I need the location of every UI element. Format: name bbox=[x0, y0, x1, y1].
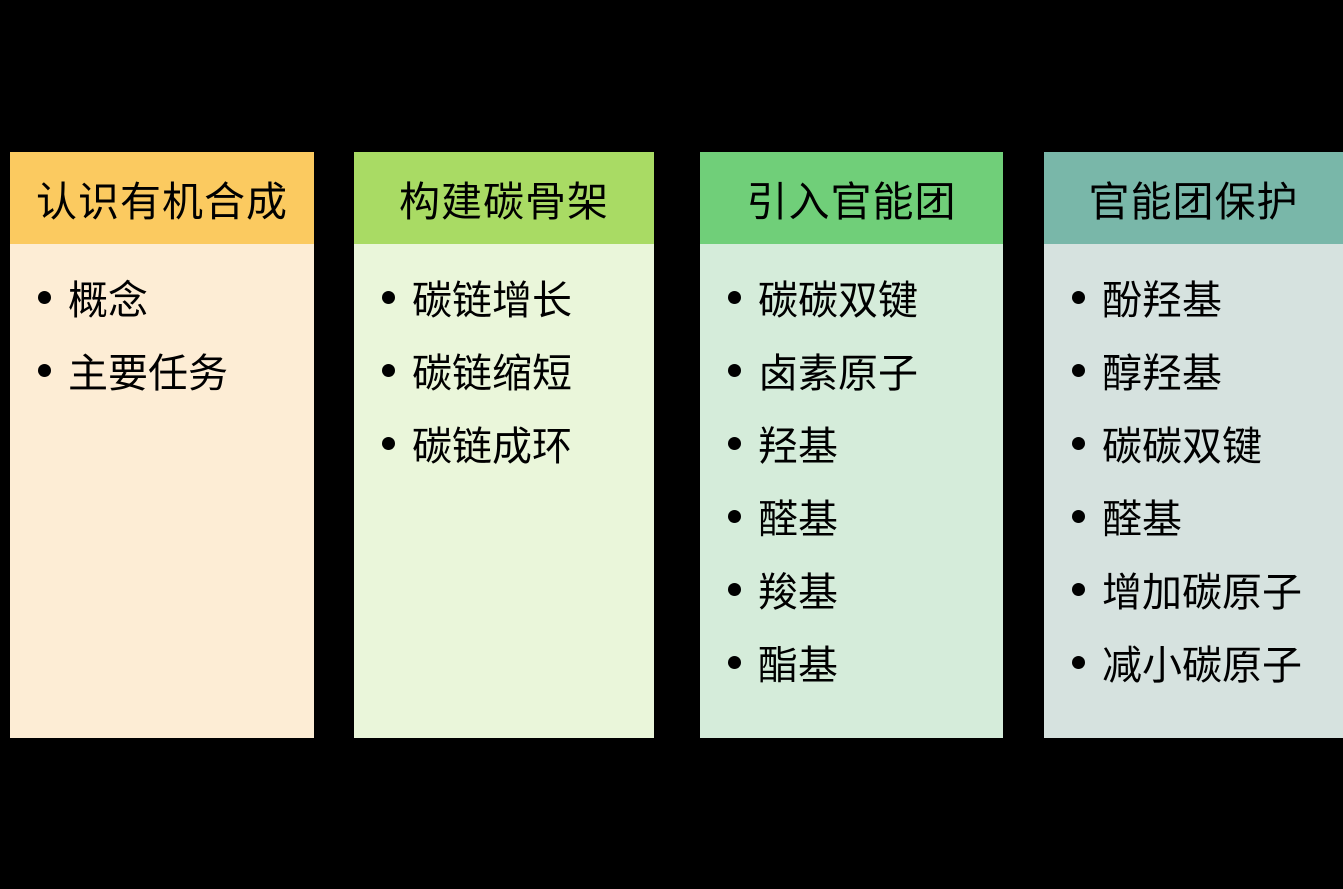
list-item: 碳碳双键 bbox=[728, 260, 1003, 333]
bullet-icon bbox=[38, 364, 51, 377]
card-header: 引入官能团 bbox=[700, 152, 1003, 244]
card-header: 认识有机合成 bbox=[10, 152, 314, 244]
bullet-icon bbox=[1072, 583, 1085, 596]
list-item: 减小碳原子 bbox=[1072, 625, 1343, 698]
list-item: 概念 bbox=[38, 260, 314, 333]
bullet-list: 碳链增长 碳链缩短 碳链成环 bbox=[354, 244, 654, 738]
card-build-carbon-skeleton: 构建碳骨架 碳链增长 碳链缩短 碳链成环 bbox=[354, 152, 654, 738]
bullet-icon bbox=[382, 437, 395, 450]
bullet-icon bbox=[728, 364, 741, 377]
item-label: 羧基 bbox=[758, 570, 838, 615]
bullet-icon bbox=[1072, 364, 1085, 377]
bullet-icon bbox=[1072, 510, 1085, 523]
list-item: 羧基 bbox=[728, 552, 1003, 625]
list-item: 碳链缩短 bbox=[382, 333, 654, 406]
list-item: 主要任务 bbox=[38, 333, 314, 406]
bullet-icon bbox=[728, 510, 741, 523]
bullet-icon bbox=[382, 364, 395, 377]
item-label: 醛基 bbox=[758, 497, 838, 542]
bullet-icon bbox=[1072, 291, 1085, 304]
card-introduce-functional-groups: 引入官能团 碳碳双键 卤素原子 羟基 醛基 羧基 bbox=[700, 152, 1003, 738]
item-label: 醛基 bbox=[1102, 497, 1182, 542]
item-label: 酯基 bbox=[758, 643, 838, 688]
list-item: 碳碳双键 bbox=[1072, 406, 1343, 479]
bullet-icon bbox=[1072, 656, 1085, 669]
bullet-icon bbox=[38, 291, 51, 304]
item-label: 醇羟基 bbox=[1102, 351, 1222, 396]
card-header: 构建碳骨架 bbox=[354, 152, 654, 244]
card-organic-synthesis-intro: 认识有机合成 概念 主要任务 bbox=[10, 152, 314, 738]
item-label: 概念 bbox=[68, 278, 148, 323]
item-label: 主要任务 bbox=[68, 351, 228, 396]
list-item: 酚羟基 bbox=[1072, 260, 1343, 333]
list-item: 酯基 bbox=[728, 625, 1003, 698]
bullet-icon bbox=[1072, 437, 1085, 450]
bullet-list: 碳碳双键 卤素原子 羟基 醛基 羧基 酯基 bbox=[700, 244, 1003, 738]
item-label: 碳碳双键 bbox=[1102, 424, 1262, 469]
list-item: 卤素原子 bbox=[728, 333, 1003, 406]
list-item: 醛基 bbox=[1072, 479, 1343, 552]
bullet-icon bbox=[728, 583, 741, 596]
list-item: 碳链增长 bbox=[382, 260, 654, 333]
list-item: 醛基 bbox=[728, 479, 1003, 552]
bullet-list: 概念 主要任务 bbox=[10, 244, 314, 738]
list-item: 羟基 bbox=[728, 406, 1003, 479]
list-item: 醇羟基 bbox=[1072, 333, 1343, 406]
item-label: 减小碳原子 bbox=[1102, 643, 1302, 688]
bullet-icon bbox=[382, 291, 395, 304]
card-header: 官能团保护 bbox=[1044, 152, 1343, 244]
list-item: 碳链成环 bbox=[382, 406, 654, 479]
bullet-icon bbox=[728, 656, 741, 669]
bullet-icon bbox=[728, 437, 741, 450]
bullet-list: 酚羟基 醇羟基 碳碳双键 醛基 增加碳原子 减小碳原子 bbox=[1044, 244, 1343, 738]
item-label: 卤素原子 bbox=[758, 351, 918, 396]
list-item: 增加碳原子 bbox=[1072, 552, 1343, 625]
card-functional-group-protection: 官能团保护 酚羟基 醇羟基 碳碳双键 醛基 增加碳原子 bbox=[1044, 152, 1343, 738]
bullet-icon bbox=[728, 291, 741, 304]
item-label: 碳碳双键 bbox=[758, 278, 918, 323]
item-label: 碳链成环 bbox=[412, 424, 572, 469]
item-label: 碳链增长 bbox=[412, 278, 572, 323]
item-label: 羟基 bbox=[758, 424, 838, 469]
item-label: 增加碳原子 bbox=[1102, 570, 1302, 615]
item-label: 碳链缩短 bbox=[412, 351, 572, 396]
item-label: 酚羟基 bbox=[1102, 278, 1222, 323]
